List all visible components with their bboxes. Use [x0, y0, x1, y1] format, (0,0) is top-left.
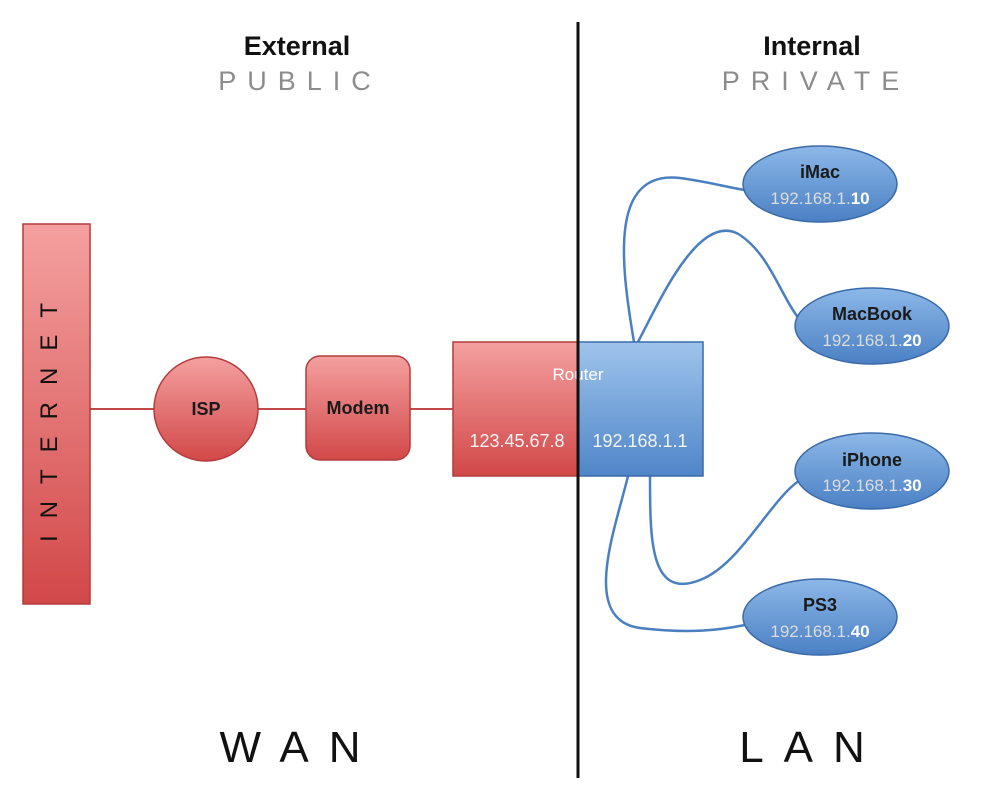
private-subheader: PRIVATE [722, 66, 911, 96]
device-ip-suffix: 30 [903, 476, 922, 495]
device-ellipse [794, 287, 950, 365]
modem-box [305, 355, 411, 461]
device-iphone: iPhone 192.168.1.30 [794, 432, 950, 510]
isp-circle [153, 356, 259, 462]
device-ip: 192.168.1.40 [770, 622, 869, 641]
device-ip-suffix: 20 [903, 331, 922, 350]
lan-links [604, 176, 801, 633]
public-subheader: PUBLIC [218, 66, 382, 96]
router-wan-ip: 123.45.67.8 [469, 431, 564, 451]
device-macbook: MacBook 192.168.1.20 [794, 287, 950, 365]
device-name: iMac [800, 162, 840, 182]
device-ip-prefix: 192.168.1. [770, 189, 850, 208]
device-name: MacBook [832, 304, 913, 324]
internet-label: INTERNET [36, 286, 63, 542]
router-lan-ip: 192.168.1.1 [592, 431, 687, 451]
device-ip-suffix: 10 [851, 189, 870, 208]
device-ip-suffix: 40 [851, 622, 870, 641]
device-ellipse [742, 145, 898, 223]
device-ip: 192.168.1.30 [822, 476, 921, 495]
router-node: Router 123.45.67.8 192.168.1.1 [452, 341, 704, 477]
device-ip-prefix: 192.168.1. [822, 331, 902, 350]
device-ip: 192.168.1.10 [770, 189, 869, 208]
internet-block: INTERNET [22, 223, 91, 605]
modem-node: Modem [305, 355, 411, 461]
internal-header: Internal [763, 31, 861, 61]
device-name: PS3 [803, 595, 837, 615]
device-ps3: PS3 192.168.1.40 [742, 578, 898, 656]
router-lan-half [577, 341, 704, 477]
cable-iphone [648, 475, 801, 586]
device-ip-prefix: 192.168.1. [770, 622, 850, 641]
external-header: External [244, 31, 351, 61]
device-ip-prefix: 192.168.1. [822, 476, 902, 495]
internet-bar [22, 223, 91, 605]
device-imac: iMac 192.168.1.10 [742, 145, 898, 223]
router-wan-half [452, 341, 579, 477]
cable-ps3 [604, 475, 746, 633]
cable-macbook [636, 229, 801, 343]
device-ip: 192.168.1.20 [822, 331, 921, 350]
isp-label: ISP [191, 399, 220, 419]
lan-label: LAN [739, 723, 885, 772]
wan-label: WAN [219, 723, 380, 772]
cable-imac [622, 176, 746, 343]
device-ellipse [794, 432, 950, 510]
isp-node: ISP [153, 356, 259, 462]
device-ellipse [742, 578, 898, 656]
modem-label: Modem [327, 398, 390, 418]
device-name: iPhone [842, 450, 902, 470]
